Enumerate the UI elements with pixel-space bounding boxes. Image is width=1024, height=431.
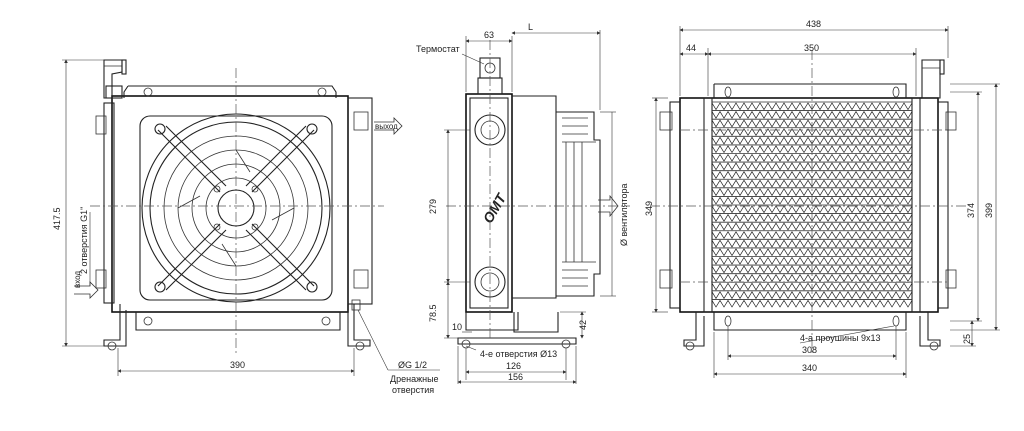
dim-399: 399 (984, 203, 994, 218)
dim-42: 42 (578, 320, 588, 330)
dim-44: 44 (686, 43, 696, 53)
dim-390: 390 (230, 360, 245, 370)
thermostat-label: Термостат (416, 44, 460, 54)
side-view: OMT Термостат 63 L (416, 22, 630, 384)
outlet-arrow: выход (374, 117, 403, 135)
side-logo: OMT (480, 190, 510, 226)
dim-L: L (528, 22, 533, 32)
dim-349: 349 (644, 201, 654, 216)
dim-78-5: 78.5 (428, 304, 438, 322)
dim-156: 156 (508, 372, 523, 382)
fan-frame (139, 115, 333, 301)
outlet-label: выход (375, 122, 398, 131)
front-view: выход вход 2 отверстия G1" 417.5 390 ØG … (52, 59, 440, 395)
drain-label-line1: Дренажные (390, 374, 439, 384)
dim-417-5: 417.5 (52, 207, 62, 230)
dim-308: 308 (802, 345, 817, 355)
dim-10: 10 (452, 322, 462, 332)
inlet-pipe-elbow (103, 59, 127, 99)
fin-row (711, 222, 913, 231)
dim-279: 279 (428, 199, 438, 214)
dim-63: 63 (484, 30, 494, 40)
dim-438: 438 (806, 19, 821, 29)
fin-row (711, 205, 913, 214)
inlet-label: вход (73, 271, 82, 288)
drain-size: ØG 1/2 (398, 360, 427, 370)
back-view: 438 44 350 349 374 399 25 4-а проушины 9… (644, 19, 1000, 378)
dim-340: 340 (802, 363, 817, 373)
dim-350: 350 (804, 43, 819, 53)
fin-row (711, 145, 913, 154)
fin-row (711, 239, 913, 248)
holes-label: 4-е отверстия Ø13 (480, 349, 557, 359)
port-label: 2 отверстия G1" (79, 207, 89, 274)
fan-diameter-label: Ø вентилятора (619, 184, 629, 246)
fan-struts (154, 123, 318, 293)
dim-25: 25 (962, 334, 972, 344)
fin-row (711, 162, 913, 171)
dim-374: 374 (966, 203, 976, 218)
fan-motor (556, 111, 601, 297)
outlet-pipe-elbow (921, 59, 945, 99)
fin-row (711, 179, 913, 188)
dim-126: 126 (506, 361, 521, 371)
drain-label-line2: отверстия (392, 385, 434, 395)
lugs-label: 4-а проушины 9х13 (800, 333, 881, 343)
radiator-core (711, 101, 913, 308)
fin-row (711, 274, 913, 282)
fin-row (711, 256, 913, 265)
